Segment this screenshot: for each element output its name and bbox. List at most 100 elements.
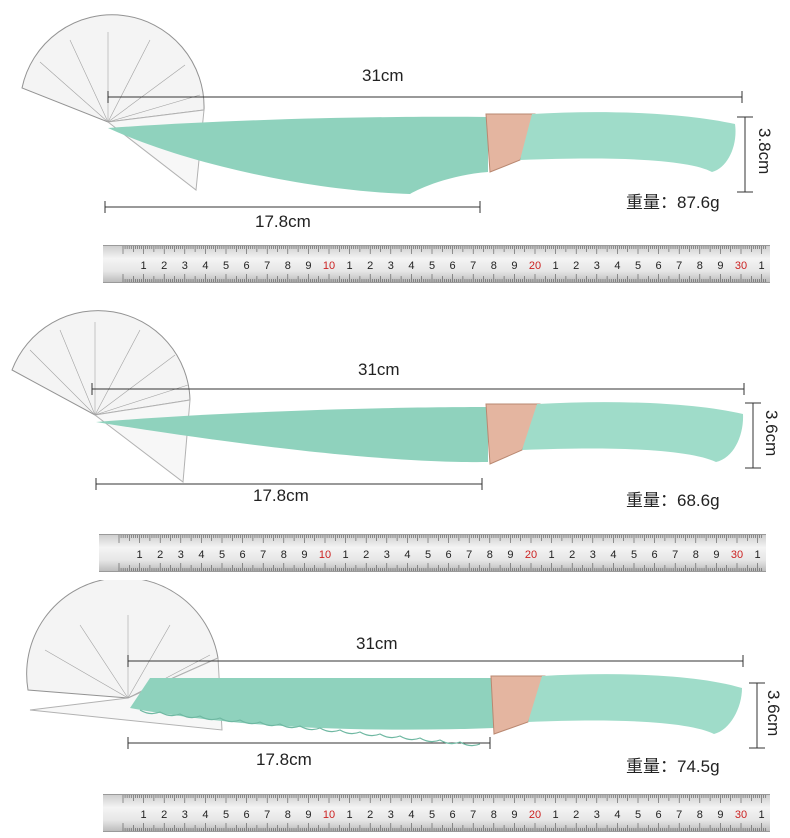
total-length-label: 31cm — [356, 634, 398, 653]
ruler-number: 9 — [305, 809, 311, 821]
ruler-number: 6 — [450, 260, 456, 272]
ruler-number: 2 — [157, 549, 163, 561]
ruler-number: 4 — [202, 260, 208, 272]
knife-illustration — [11, 310, 761, 490]
ruler-number: 7 — [672, 549, 678, 561]
ruler-number: 4 — [408, 260, 414, 272]
ruler-number: 10 — [323, 809, 335, 821]
blade — [130, 678, 494, 730]
ruler-number: 2 — [573, 260, 579, 272]
ruler-number: 8 — [285, 260, 291, 272]
ruler-number: 3 — [590, 549, 596, 561]
ruler-number: 2 — [569, 549, 575, 561]
weight-label: 重量：87.6g — [626, 193, 720, 212]
ruler-number: 1 — [553, 260, 559, 272]
ruler-number: 8 — [285, 809, 291, 821]
ruler-number: 8 — [697, 260, 703, 272]
ruler-number: 6 — [656, 260, 662, 272]
ruler-number: 6 — [244, 260, 250, 272]
ruler-number: 3 — [388, 260, 394, 272]
ruler-number: 9 — [717, 260, 723, 272]
serrated-edge — [139, 709, 481, 747]
blade-length-label: 17.8cm — [256, 750, 312, 769]
ruler-number: 4 — [408, 809, 414, 821]
ruler-number: 7 — [264, 260, 270, 272]
ruler-number: 10 — [319, 549, 331, 561]
ruler-number: 9 — [511, 809, 517, 821]
ruler-number: 5 — [223, 809, 229, 821]
ruler-number: 5 — [429, 260, 435, 272]
ruler-number: 7 — [264, 809, 270, 821]
width-label: 3.6cm — [764, 690, 783, 737]
ruler-number: 4 — [404, 549, 410, 561]
ruler-number: 6 — [656, 809, 662, 821]
ruler-number: 20 — [529, 809, 541, 821]
ruler-number: 30 — [731, 549, 743, 561]
ruler-number: 1 — [759, 260, 765, 272]
ruler-number: 9 — [713, 549, 719, 561]
ruler-number: 2 — [573, 809, 579, 821]
width-label: 3.6cm — [762, 410, 781, 457]
ruler-number: 1 — [141, 260, 147, 272]
ruler-number: 7 — [470, 809, 476, 821]
ruler-number: 4 — [198, 549, 204, 561]
ruler-number: 7 — [260, 549, 266, 561]
ruler-number: 6 — [450, 809, 456, 821]
ruler-number: 1 — [759, 809, 765, 821]
ruler-number: 6 — [240, 549, 246, 561]
ruler-number: 3 — [182, 260, 188, 272]
ruler-number: 1 — [137, 549, 143, 561]
ruler-number: 1 — [141, 809, 147, 821]
ruler-number: 9 — [301, 549, 307, 561]
total-length-label: 31cm — [358, 360, 400, 379]
ruler-number: 2 — [367, 809, 373, 821]
ruler-number: 20 — [525, 549, 537, 561]
ruler-number: 1 — [347, 809, 353, 821]
handle — [522, 402, 744, 462]
ruler-number: 1 — [755, 549, 761, 561]
blade-length-label: 17.8cm — [253, 486, 309, 505]
ruler-number: 7 — [676, 809, 682, 821]
ruler-number: 6 — [652, 549, 658, 561]
ruler-number: 7 — [466, 549, 472, 561]
ruler-number: 3 — [178, 549, 184, 561]
ruler-number: 1 — [549, 549, 555, 561]
ruler-number: 3 — [384, 549, 390, 561]
ruler-number: 30 — [735, 260, 747, 272]
ruler-number: 5 — [635, 809, 641, 821]
ruler-number: 9 — [305, 260, 311, 272]
ruler-number: 2 — [367, 260, 373, 272]
ruler-number: 30 — [735, 809, 747, 821]
ruler-number: 20 — [529, 260, 541, 272]
weight-label: 重量：68.6g — [626, 491, 720, 510]
handle — [520, 112, 736, 172]
ruler-number: 9 — [717, 809, 723, 821]
ruler-number: 4 — [610, 549, 616, 561]
blade-length-label: 17.8cm — [255, 212, 311, 231]
knife-illustration — [26, 580, 765, 749]
ruler-number: 4 — [202, 809, 208, 821]
ruler-number: 3 — [182, 809, 188, 821]
knife-illustration — [21, 14, 753, 213]
protractor-icon — [21, 14, 205, 191]
ruler-number: 10 — [323, 260, 335, 272]
ruler-number: 7 — [676, 260, 682, 272]
ruler-number: 8 — [697, 809, 703, 821]
ruler-number: 5 — [635, 260, 641, 272]
ruler-number: 1 — [343, 549, 349, 561]
ruler-number: 3 — [388, 809, 394, 821]
ruler-number: 8 — [693, 549, 699, 561]
ruler-number: 3 — [594, 260, 600, 272]
ruler-number: 8 — [487, 549, 493, 561]
ruler-number: 8 — [281, 549, 287, 561]
ruler-number: 6 — [446, 549, 452, 561]
ruler-number: 4 — [614, 260, 620, 272]
ruler-number: 2 — [363, 549, 369, 561]
width-label: 3.8cm — [755, 128, 774, 175]
blade — [96, 407, 488, 463]
blade — [108, 116, 488, 194]
handle — [528, 674, 742, 734]
ruler-number: 4 — [614, 809, 620, 821]
